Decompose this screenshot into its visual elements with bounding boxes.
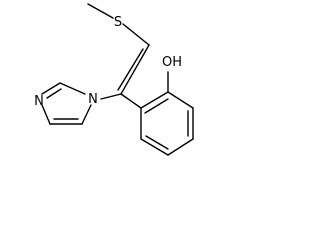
bond-imidazole-n3-c2-outer [41, 82, 61, 95]
bond-imidazole-c4-n3 [41, 104, 51, 125]
structure-diagram: S OH N N [34, 3, 194, 156]
bond-s-vinyl [122, 23, 150, 46]
bond-ring-c4-c5 [167, 138, 194, 156]
imidazole-n3-label: N [34, 94, 44, 109]
bond-imidazole-n1-c5 [81, 104, 92, 125]
bond-ring-c1-c2 [140, 91, 169, 109]
bond-vinyl-imidazole [100, 93, 122, 100]
bond-vinyl-phenyl [120, 93, 142, 109]
sulfur-label: S [114, 15, 122, 30]
bond-ring-c2-c3 [167, 91, 194, 109]
bond-ring-c5-c6-inner [145, 135, 169, 150]
bond-imidazole-n3-c2-inner [46, 88, 62, 99]
bond-ring-c5-c6 [140, 138, 169, 156]
bond-vinyl-double-outer [120, 44, 150, 95]
bond-imidazole-c2-n1 [59, 82, 86, 95]
hydroxyl-label: OH [162, 55, 182, 70]
bond-vinyl-double-inner [117, 48, 144, 91]
imidazole-n1-label: N [88, 92, 98, 107]
bond-methyl-s [87, 3, 114, 19]
bond-ring-c1-c2-inner [144, 98, 169, 114]
